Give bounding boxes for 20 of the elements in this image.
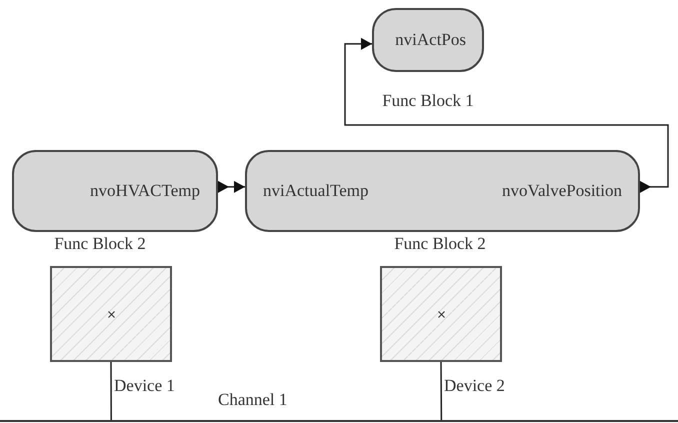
block-caption: Func Block 2 xyxy=(393,233,487,255)
function-block xyxy=(12,150,218,232)
channel-line xyxy=(0,420,678,422)
network-variable-label: nviActPos xyxy=(395,29,466,52)
block-caption: Func Block 2 xyxy=(53,233,147,255)
function-block xyxy=(245,150,640,232)
network-variable-label: nvoHVACTemp xyxy=(90,180,200,202)
device-box xyxy=(380,266,502,362)
function-block xyxy=(372,8,484,72)
network-variable-label: nviActualTemp xyxy=(263,180,369,202)
connection-line xyxy=(440,362,442,420)
block-caption: Device 2 xyxy=(444,375,506,397)
connection-line xyxy=(110,362,112,420)
binding-arrow xyxy=(344,38,669,193)
block-caption: Func Block 1 xyxy=(381,90,475,112)
device-box xyxy=(50,266,172,362)
network-variable-label: nvoValvePosition xyxy=(502,180,622,202)
block-caption: Device 1 xyxy=(114,375,176,397)
block-caption: Channel 1 xyxy=(218,389,288,411)
binding-arrow xyxy=(218,180,245,193)
